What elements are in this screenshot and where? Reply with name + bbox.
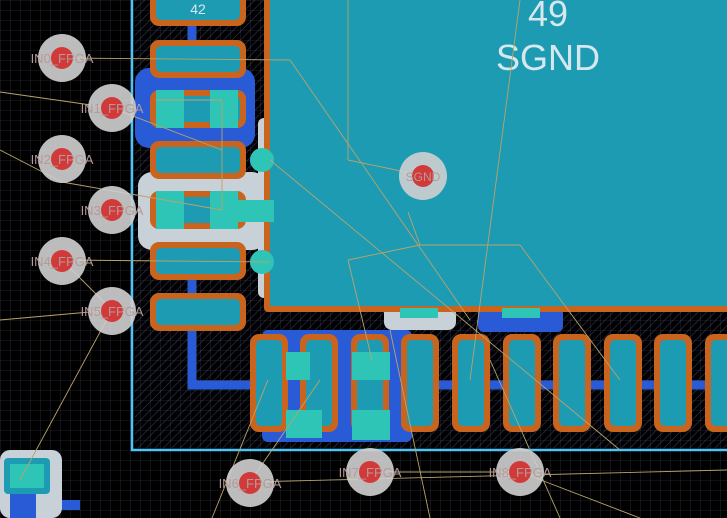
via-in7-fpga[interactable]: IN7_FPGA <box>339 448 402 496</box>
via-net-label: IN0_FPGA <box>31 51 94 66</box>
pin-number-label: 42 <box>190 1 206 17</box>
via-net-label: IN2_FPGA <box>31 152 94 167</box>
via-hole <box>239 472 261 494</box>
pad-inner <box>559 340 585 426</box>
via-hole <box>51 148 73 170</box>
via-in3-fpga[interactable]: IN3_FPGA <box>81 186 144 234</box>
via-hole <box>101 199 123 221</box>
pad-inner <box>156 299 240 325</box>
pad-inner <box>610 340 636 426</box>
bottom-thermal-spokes <box>286 352 390 440</box>
via-in1-fpga[interactable]: IN1_FPGA <box>81 84 144 132</box>
pad-inner <box>156 0 240 20</box>
pad-inner <box>256 340 282 426</box>
via-net-label: IN1_FPGA <box>81 101 144 116</box>
via-net-label: IN6_FPGA <box>219 476 282 491</box>
pad-inner <box>306 340 332 426</box>
via-net-label: IN5_FPGA <box>81 304 144 319</box>
via-in4-fpga[interactable]: IN4_FPGA <box>31 237 94 285</box>
via-net-label: IN8_FPGA <box>489 465 552 480</box>
via-hole <box>51 250 73 272</box>
via-net-label: IN4_FPGA <box>31 254 94 269</box>
via-in2-fpga[interactable]: IN2_FPGA <box>31 135 94 183</box>
pad-inner <box>660 340 686 426</box>
via-net-label: IN7_FPGA <box>339 465 402 480</box>
via-net-label: IN3_FPGA <box>81 203 144 218</box>
pad-inner <box>509 340 535 426</box>
thermal-spokes <box>156 90 540 318</box>
via-sgnd-label: SGND <box>406 170 441 184</box>
via-hole <box>509 461 531 483</box>
via-in6-fpga[interactable]: IN6_FPGA <box>219 459 282 507</box>
via-hole <box>101 97 123 119</box>
pad-inner <box>156 147 240 173</box>
via-in0-fpga[interactable]: IN0_FPGA <box>31 34 94 82</box>
exposed-pad-net-label: SGND <box>496 37 600 78</box>
via-hole <box>101 300 123 322</box>
via-in8-fpga[interactable]: IN8_FPGA <box>489 448 552 496</box>
via-layer: IN0_FPGA IN1_FPGA IN2_FPGA IN3_FPGA IN4_FPGA… <box>31 34 552 507</box>
via-hole <box>51 47 73 69</box>
via-sgnd[interactable]: SGND <box>399 152 447 200</box>
exposed-pad-number: 49 <box>528 0 568 34</box>
pad-inner <box>711 340 727 426</box>
via-in5-fpga[interactable]: IN5_FPGA <box>81 287 144 335</box>
pad-inner <box>407 340 433 426</box>
via-hole <box>359 461 381 483</box>
pad-inner <box>458 340 484 426</box>
exposed-pad[interactable] <box>264 0 727 312</box>
